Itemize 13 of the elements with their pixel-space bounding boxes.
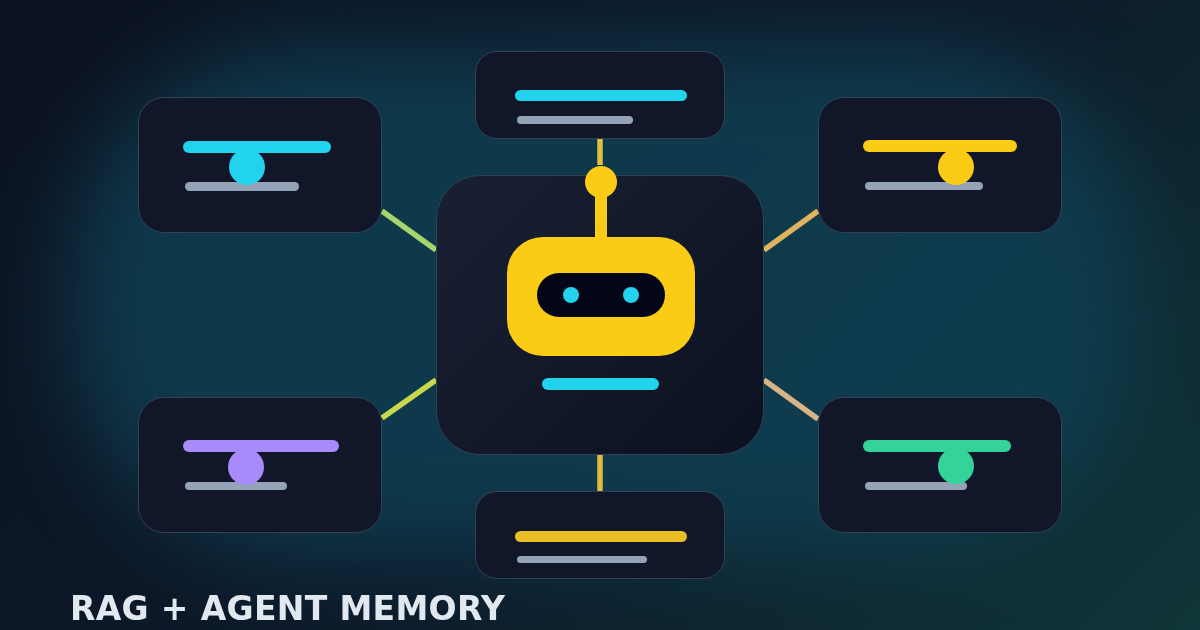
title: RAG + AGENT MEMORY [70, 592, 506, 625]
connector-line [380, 377, 438, 421]
connector-line [762, 377, 820, 422]
card [818, 97, 1062, 233]
card [818, 397, 1062, 533]
card [138, 97, 382, 233]
connector-line [380, 208, 438, 253]
connector-line [762, 208, 820, 253]
card [475, 491, 725, 579]
card [475, 51, 725, 139]
connector-line [597, 139, 603, 165]
card [138, 397, 382, 533]
connector-line [597, 455, 603, 491]
